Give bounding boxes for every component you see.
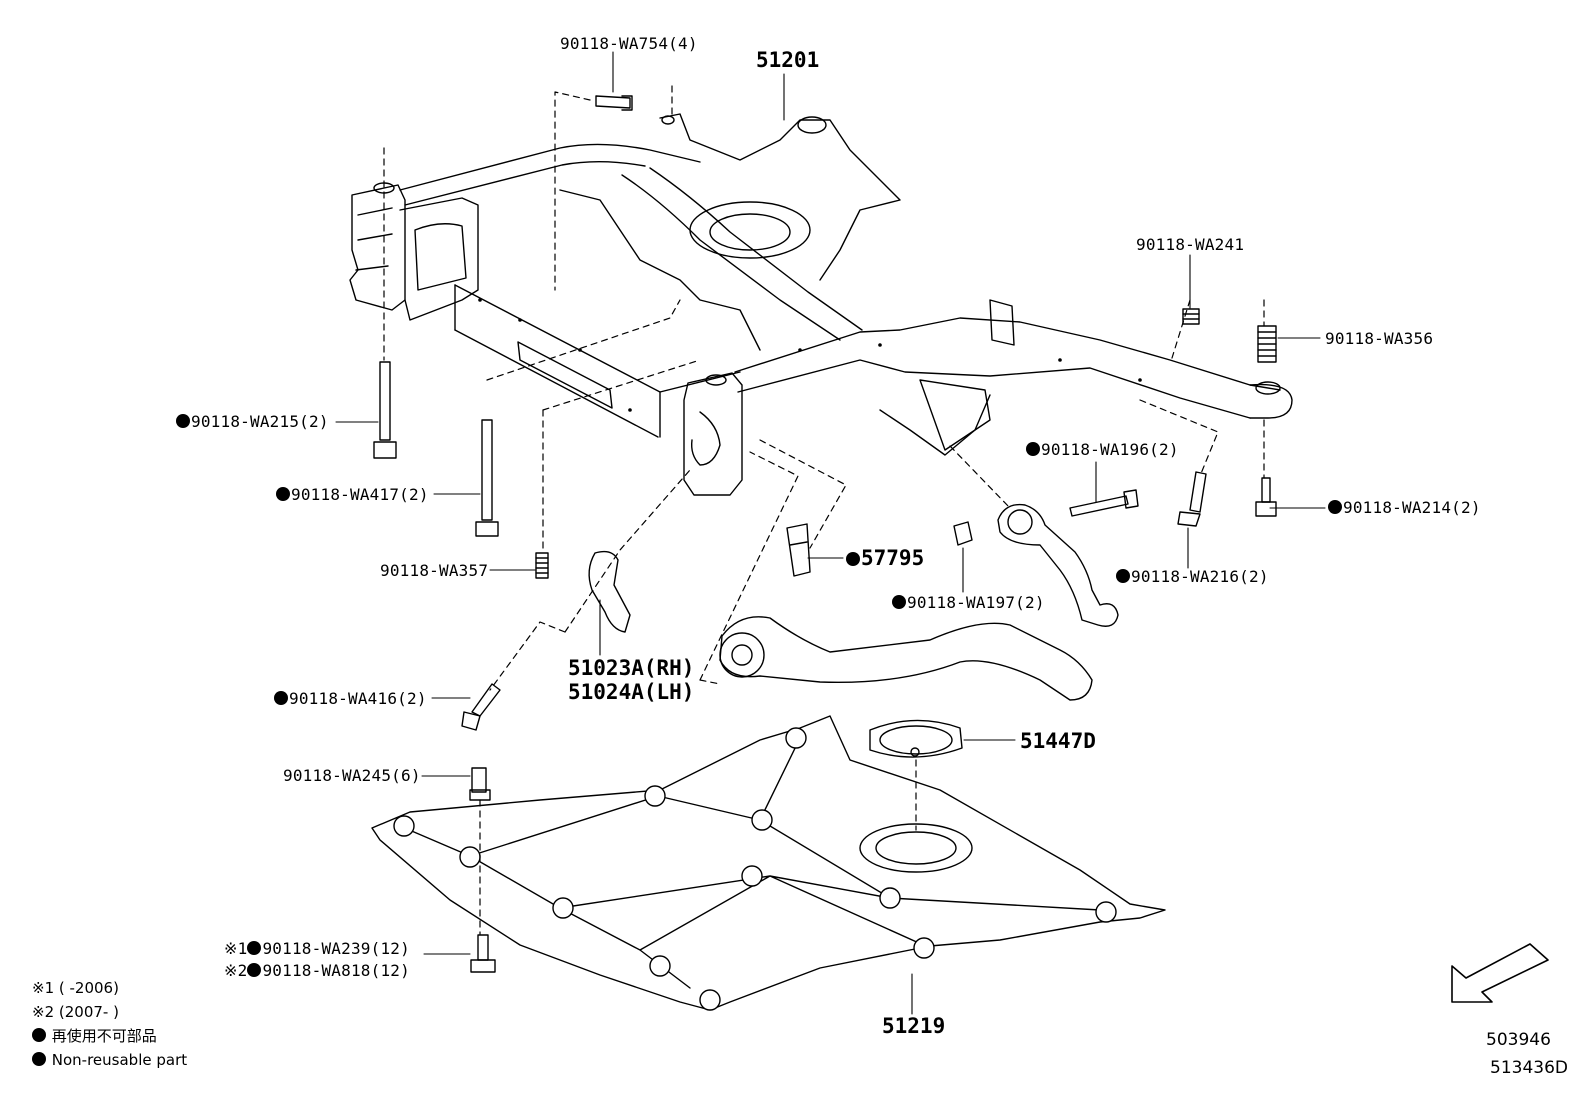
label-wa196-text: 90118-WA196(2)	[1041, 440, 1179, 459]
label-wa215-text: 90118-WA215(2)	[191, 412, 329, 431]
assembly-lines	[383, 85, 1265, 935]
nut-wa197	[953, 521, 973, 546]
bolt-wa754-shape	[595, 95, 633, 111]
filled-circle-icon	[32, 1052, 46, 1066]
bolt-wa417-shape	[475, 419, 499, 537]
label-wa197-text: 90118-WA197(2)	[907, 593, 1045, 612]
label-51024a: 51024A(LH)	[568, 680, 695, 704]
filled-circle-icon	[846, 552, 860, 566]
label-wa245: 90118-WA245(6)	[283, 766, 421, 785]
upper-control-arm	[997, 503, 1119, 627]
label-wa357: 90118-WA357	[380, 561, 489, 580]
bracket-51023a	[588, 550, 631, 633]
filled-circle-icon	[276, 487, 290, 501]
note2-mark: ※2	[224, 961, 248, 980]
front-crossmember	[349, 113, 1293, 496]
label-wa417: 90118-WA417(2)	[276, 486, 429, 504]
filled-circle-icon	[1116, 569, 1130, 583]
legend-note2: ※2 (2007- )	[32, 1003, 119, 1021]
label-wa197: 90118-WA197(2)	[892, 594, 1045, 612]
filled-circle-icon	[176, 414, 190, 428]
label-wa417-text: 90118-WA417(2)	[291, 485, 429, 504]
arrow-icon	[1451, 943, 1549, 1003]
bolt-wa356-shape	[1257, 325, 1277, 363]
note1-mark: ※1	[224, 939, 248, 958]
bushing-57795	[786, 523, 811, 577]
label-wa239-text: 90118-WA239(12)	[262, 939, 410, 958]
label-wa818: ※2 90118-WA818(12)	[224, 962, 410, 980]
label-51447d: 51447D	[1020, 729, 1096, 753]
leader-lines	[335, 51, 1326, 1015]
lower-control-arm	[719, 616, 1093, 701]
bolt-wa357-shape	[535, 552, 549, 579]
bolt-wa196-shape	[1069, 489, 1139, 517]
legend-en-text: Non-reusable part	[51, 1051, 188, 1069]
filled-circle-icon	[247, 941, 262, 955]
filled-circle-icon	[1026, 442, 1040, 456]
ring-plate	[859, 823, 973, 873]
reference-code-2: 513436D	[1490, 1058, 1568, 1078]
label-wa818-text: 90118-WA818(12)	[262, 961, 410, 980]
label-57795-text: 57795	[861, 546, 925, 570]
legend-non-reusable-jp: 再使用不可部品	[32, 1024, 187, 1048]
label-wa214: 90118-WA214(2)	[1328, 499, 1481, 517]
legend-jp-text: 再使用不可部品	[51, 1027, 157, 1045]
label-wa216: 90118-WA216(2)	[1116, 568, 1269, 586]
label-51201: 51201	[756, 48, 820, 72]
label-wa754: 90118-WA754(4)	[560, 34, 698, 53]
plate-51447d-shape	[869, 719, 963, 758]
filled-circle-icon	[274, 691, 288, 705]
bolt-wa416-shape	[461, 683, 501, 731]
label-wa215: 90118-WA215(2)	[176, 413, 329, 431]
bolt-wa245-shape	[469, 767, 491, 801]
bolt-wa215-shape	[373, 361, 397, 459]
label-wa356: 90118-WA356	[1325, 329, 1434, 348]
legend-non-reusable-en: Non-reusable part	[32, 1048, 187, 1072]
label-wa216-text: 90118-WA216(2)	[1131, 567, 1269, 586]
label-51219: 51219	[882, 1014, 946, 1038]
label-57795: 57795	[846, 546, 924, 570]
legend-note1: ※1 ( -2006)	[32, 979, 119, 997]
under-cover-51219	[371, 715, 1166, 1011]
reference-code-1: 503946	[1486, 1030, 1551, 1050]
filled-circle-icon	[1328, 500, 1342, 514]
label-wa416-text: 90118-WA416(2)	[289, 689, 427, 708]
label-wa214-text: 90118-WA214(2)	[1343, 498, 1481, 517]
legend: ※1 ( -2006) ※2 (2007- ) 再使用不可部品 Non-reus…	[32, 976, 187, 1072]
filled-circle-icon	[892, 595, 906, 609]
bolt-wa239-shape	[470, 934, 496, 973]
bolt-wa216-shape	[1177, 471, 1207, 527]
label-wa416: 90118-WA416(2)	[274, 690, 427, 708]
label-wa239: ※1 90118-WA239(12)	[224, 940, 410, 958]
label-wa241: 90118-WA241	[1136, 235, 1245, 254]
label-51023a: 51023A(RH)	[568, 656, 695, 680]
filled-circle-icon	[247, 963, 262, 977]
filled-circle-icon	[32, 1028, 46, 1042]
bolt-wa214-shape	[1255, 477, 1277, 517]
label-wa196: 90118-WA196(2)	[1026, 441, 1179, 459]
